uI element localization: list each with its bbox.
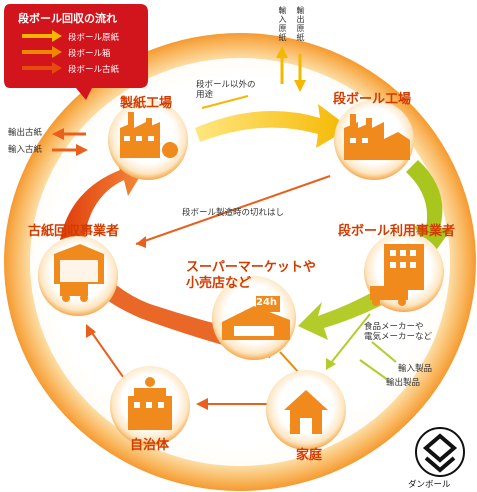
arrow-municipality-to-collector [89,329,129,385]
node-paper-mill-label: 製紙工場 [120,96,173,111]
arrow-import-products [371,341,397,363]
node-municipality-label: 自治体 [130,438,170,453]
legend-bubble [4,4,148,100]
recycle-mark-caption: ダンボール [408,480,451,490]
office-building-icon [370,244,424,306]
label-export-waste: 輸出古紙 [8,128,43,138]
arc-mill-to-factory [195,104,350,148]
house-icon [284,390,328,434]
label-export-products: 輸出製品 [386,378,421,388]
municipality-icon [128,377,172,430]
legend-item-base-paper: 段ボール原紙 [68,33,120,43]
danboru-recycle-mark [415,427,465,477]
node-collector-label: 古紙回収事業者 [28,224,120,239]
label-import-products: 輸入製品 [398,364,433,374]
label-makers: 食品メーカーや 電気メーカーなど [364,322,433,342]
legend-swatches [22,30,62,74]
arc-factory-to-user [406,160,452,256]
arrow-export-products [359,359,389,381]
arrow-user-to-household [329,313,371,365]
box-factory-icon [344,114,410,160]
arrow-non-box-use [201,95,249,109]
truck-warehouse-icon [54,244,104,302]
legend-item-waste: 段ボール古紙 [68,65,120,75]
node-box-user-label: 段ボール利用事業者 [338,224,456,239]
arrow-offcuts [135,175,331,245]
label-export-raw: 輸出原紙 [296,6,305,42]
arc-user-to-store [298,288,392,340]
label-import-raw: 輸入原紙 [278,6,287,42]
legend-item-box: 段ボール箱 [68,49,111,59]
paper-mill-icon [120,112,178,158]
store-icon [222,296,290,340]
node-household-label: 家庭 [296,448,323,463]
legend: 段ボール回収の流れ 段ボール原紙 段ボール箱 段ボール古紙 [4,2,148,94]
node-supermarket-label: スーパーマーケットや 小売店など [186,260,316,291]
node-box-factory-label: 段ボール工場 [333,92,412,107]
label-non-box-use: 段ボール以外の 用途 [196,80,256,100]
arrow-store-to-household [279,351,301,375]
label-import-waste: 輸入古紙 [8,145,43,155]
label-offcuts: 段ボール製造時の切れはし [182,208,285,218]
legend-title: 段ボール回収の流れ [18,12,117,25]
store-24h-sign: 24h [256,297,278,308]
